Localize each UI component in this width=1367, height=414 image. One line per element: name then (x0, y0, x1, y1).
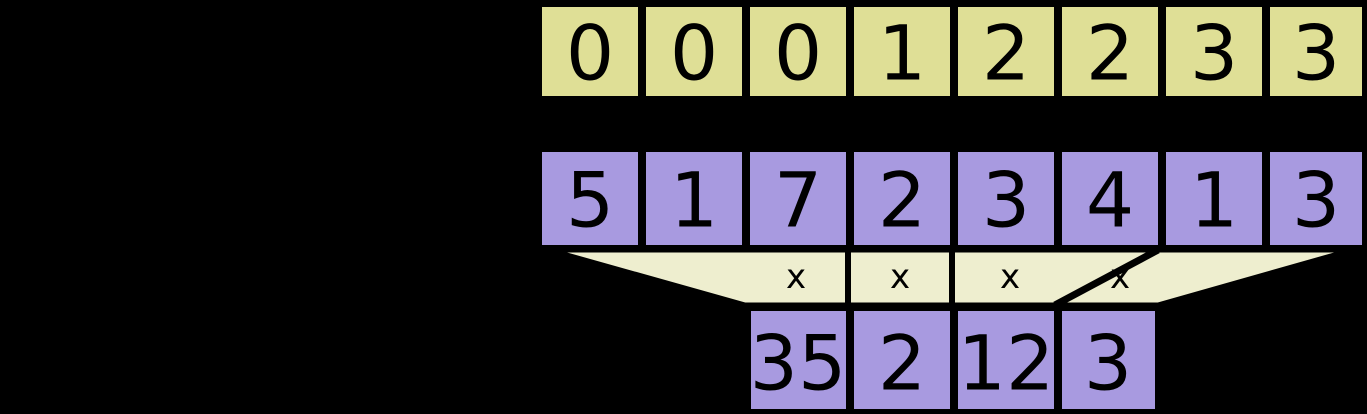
segment-id-cell-1-box (640, 1, 748, 102)
segment-id-cell-2: 0 (744, 1, 852, 102)
value-cell-3: 2 (848, 146, 956, 251)
result-cell-2-box (952, 305, 1060, 414)
value-cell-6-label: 1 (1190, 156, 1238, 245)
operator-symbol-2: x (1000, 257, 1020, 297)
segment-id-cell-0-box (536, 1, 644, 102)
value-cell-0: 5 (536, 146, 644, 251)
segment-id-cell-1: 0 (640, 1, 748, 102)
value-cell-4-label: 3 (982, 156, 1030, 245)
result-cell-0-box (745, 305, 852, 414)
segment-id-cell-1-label: 0 (670, 9, 718, 98)
segment-id-cell-2-box (744, 1, 852, 102)
result-cell-0: 35 (745, 305, 852, 414)
segment-id-cell-3: 1 (848, 1, 956, 102)
result-cell-1-label: 2 (878, 319, 926, 408)
segment-id-cell-6-box (1160, 1, 1268, 102)
segment-id-row: 0 0 0 1 2 2 3 (536, 1, 1367, 102)
value-cell-0-label: 5 (566, 156, 614, 245)
value-cell-4: 3 (952, 146, 1060, 251)
value-cell-3-label: 2 (878, 156, 926, 245)
segment-id-cell-5: 2 (1056, 1, 1164, 102)
value-cell-5: 4 (1056, 146, 1164, 251)
value-cell-7-label: 3 (1292, 156, 1340, 245)
value-row: 5 1 7 2 3 4 1 (536, 146, 1367, 251)
result-cell-3-label: 3 (1084, 319, 1132, 408)
operator-symbol-0: x (786, 257, 806, 297)
segment-id-cell-7-label: 3 (1292, 9, 1340, 98)
value-cell-5-label: 4 (1086, 156, 1134, 245)
result-cell-1: 2 (848, 305, 956, 414)
segment-id-cell-0: 0 (536, 1, 644, 102)
segment-id-cell-0-label: 0 (566, 9, 614, 98)
segment-id-cell-6-label: 3 (1190, 9, 1238, 98)
result-cell-0-label: 35 (750, 319, 847, 408)
segment-id-cell-6: 3 (1160, 1, 1268, 102)
segment-id-cell-3-label: 1 (878, 9, 926, 98)
result-cell-3: 3 (1056, 305, 1161, 414)
result-row: 35 2 12 3 (745, 305, 1161, 414)
operator-symbol-3: x (1110, 257, 1130, 297)
value-cell-1-label: 1 (670, 156, 718, 245)
value-cell-1-box (640, 146, 748, 251)
segment-id-cell-7-box (1264, 1, 1367, 102)
segment-id-cell-5-label: 2 (1086, 9, 1134, 98)
segment-id-cell-7: 3 (1264, 1, 1367, 102)
value-cell-2: 7 (744, 146, 852, 251)
result-cell-3-box (1056, 305, 1161, 414)
operator-band: x x x x (548, 246, 1353, 309)
segment-id-cell-4: 2 (952, 1, 1060, 102)
value-cell-7-box (1264, 146, 1367, 251)
operator-symbol-1: x (890, 257, 910, 297)
value-cell-7: 3 (1264, 146, 1367, 251)
segment-id-cell-4-label: 2 (982, 9, 1030, 98)
value-cell-2-label: 7 (774, 156, 822, 245)
operator-divider-3-diagonal (1053, 246, 1160, 309)
segment-id-cell-2-label: 0 (774, 9, 822, 98)
result-cell-2-label: 12 (958, 319, 1055, 408)
segment-id-cell-4-box (952, 1, 1060, 102)
value-cell-1: 1 (640, 146, 748, 251)
value-cell-6: 1 (1160, 146, 1268, 251)
result-cell-2: 12 (952, 305, 1060, 414)
